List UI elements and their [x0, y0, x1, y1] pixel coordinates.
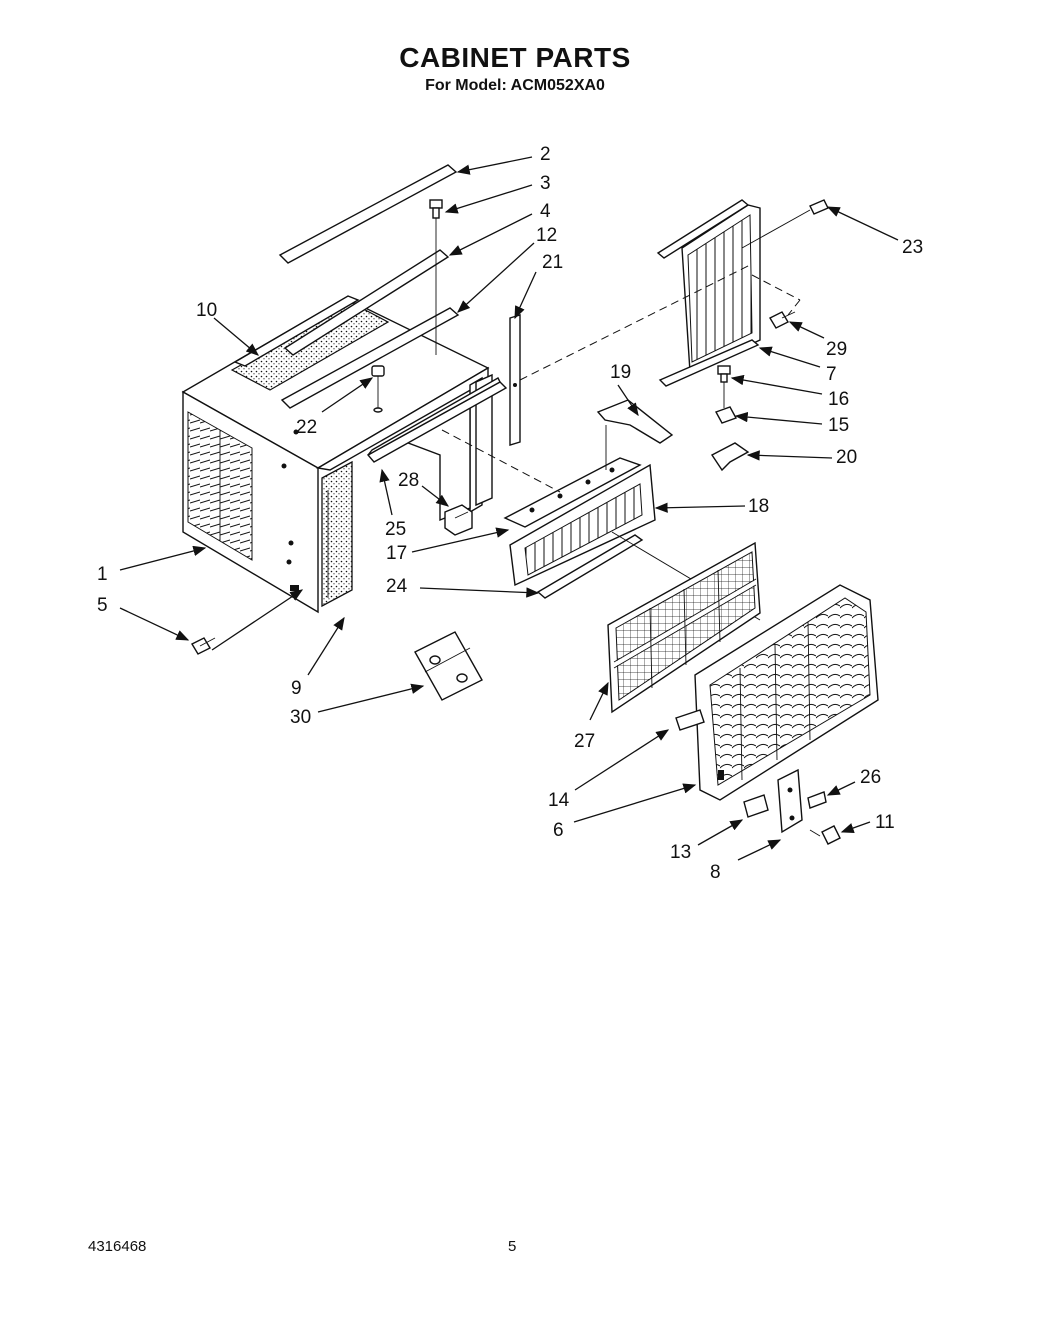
callout-18: 18 [748, 496, 769, 517]
clip-20 [710, 442, 750, 472]
callout-24: 24 [386, 576, 408, 597]
screw-16 [717, 365, 731, 408]
callout-16: 16 [828, 389, 849, 410]
rail-24 [536, 534, 644, 599]
callout-28: 28 [398, 470, 419, 491]
rail-4 [283, 249, 450, 356]
callout-7: 7 [826, 364, 837, 385]
callout-19: 19 [610, 362, 631, 383]
clip-28 [444, 504, 473, 536]
screw-5 [191, 637, 216, 655]
coil-assembly [656, 199, 801, 387]
page-title: CABINET PARTS [399, 42, 631, 73]
rail-12 [280, 307, 460, 409]
callout-1: 1 [97, 564, 108, 585]
callout-9: 9 [291, 678, 302, 699]
callout-21: 21 [542, 252, 563, 273]
front-grille [694, 584, 879, 801]
screw-3 [429, 199, 443, 355]
louver-frame [509, 463, 656, 587]
page-number: 5 [508, 1238, 517, 1255]
callout-27: 27 [574, 731, 595, 752]
side-seal [321, 460, 353, 608]
callout-26: 26 [860, 767, 881, 788]
pad-26 [807, 791, 827, 809]
screw-22 [371, 365, 385, 413]
callout-2: 2 [540, 144, 551, 165]
bracket-8 [777, 768, 803, 834]
louver-bracket [503, 457, 642, 528]
leader-lines [119, 156, 899, 861]
callout-30: 30 [290, 707, 311, 728]
callout-8: 8 [710, 862, 721, 883]
callout-17: 17 [386, 543, 407, 564]
document-number: 4316468 [88, 1238, 147, 1255]
callout-3: 3 [540, 173, 551, 194]
top-rail [278, 164, 458, 264]
pad-13 [743, 794, 769, 818]
hardware-bag [414, 631, 483, 701]
callout-29: 29 [826, 339, 847, 360]
callout-11: 11 [875, 812, 895, 833]
channel-21 [509, 314, 521, 446]
callout-4: 4 [540, 201, 551, 222]
callout-25: 25 [385, 519, 406, 540]
callout-22: 22 [296, 417, 317, 438]
callout-12: 12 [536, 225, 557, 246]
callout-6: 6 [553, 820, 564, 841]
callout-20: 20 [836, 447, 857, 468]
callout-10: 10 [196, 300, 217, 321]
callout-23: 23 [902, 237, 923, 258]
callout-13: 13 [670, 842, 691, 863]
screw-29 [769, 311, 796, 329]
model-subtitle: For Model: ACM052XA0 [425, 77, 605, 94]
pad-14 [675, 709, 705, 731]
screw-11 [809, 825, 841, 845]
air-filter [607, 541, 761, 714]
callout-15: 15 [828, 415, 849, 436]
clip-15 [714, 406, 738, 424]
callout-5: 5 [97, 595, 108, 616]
callout-labels: 2 3 4 12 21 10 22 23 29 7 16 15 20 19 18… [97, 144, 923, 883]
callout-14: 14 [548, 790, 570, 811]
